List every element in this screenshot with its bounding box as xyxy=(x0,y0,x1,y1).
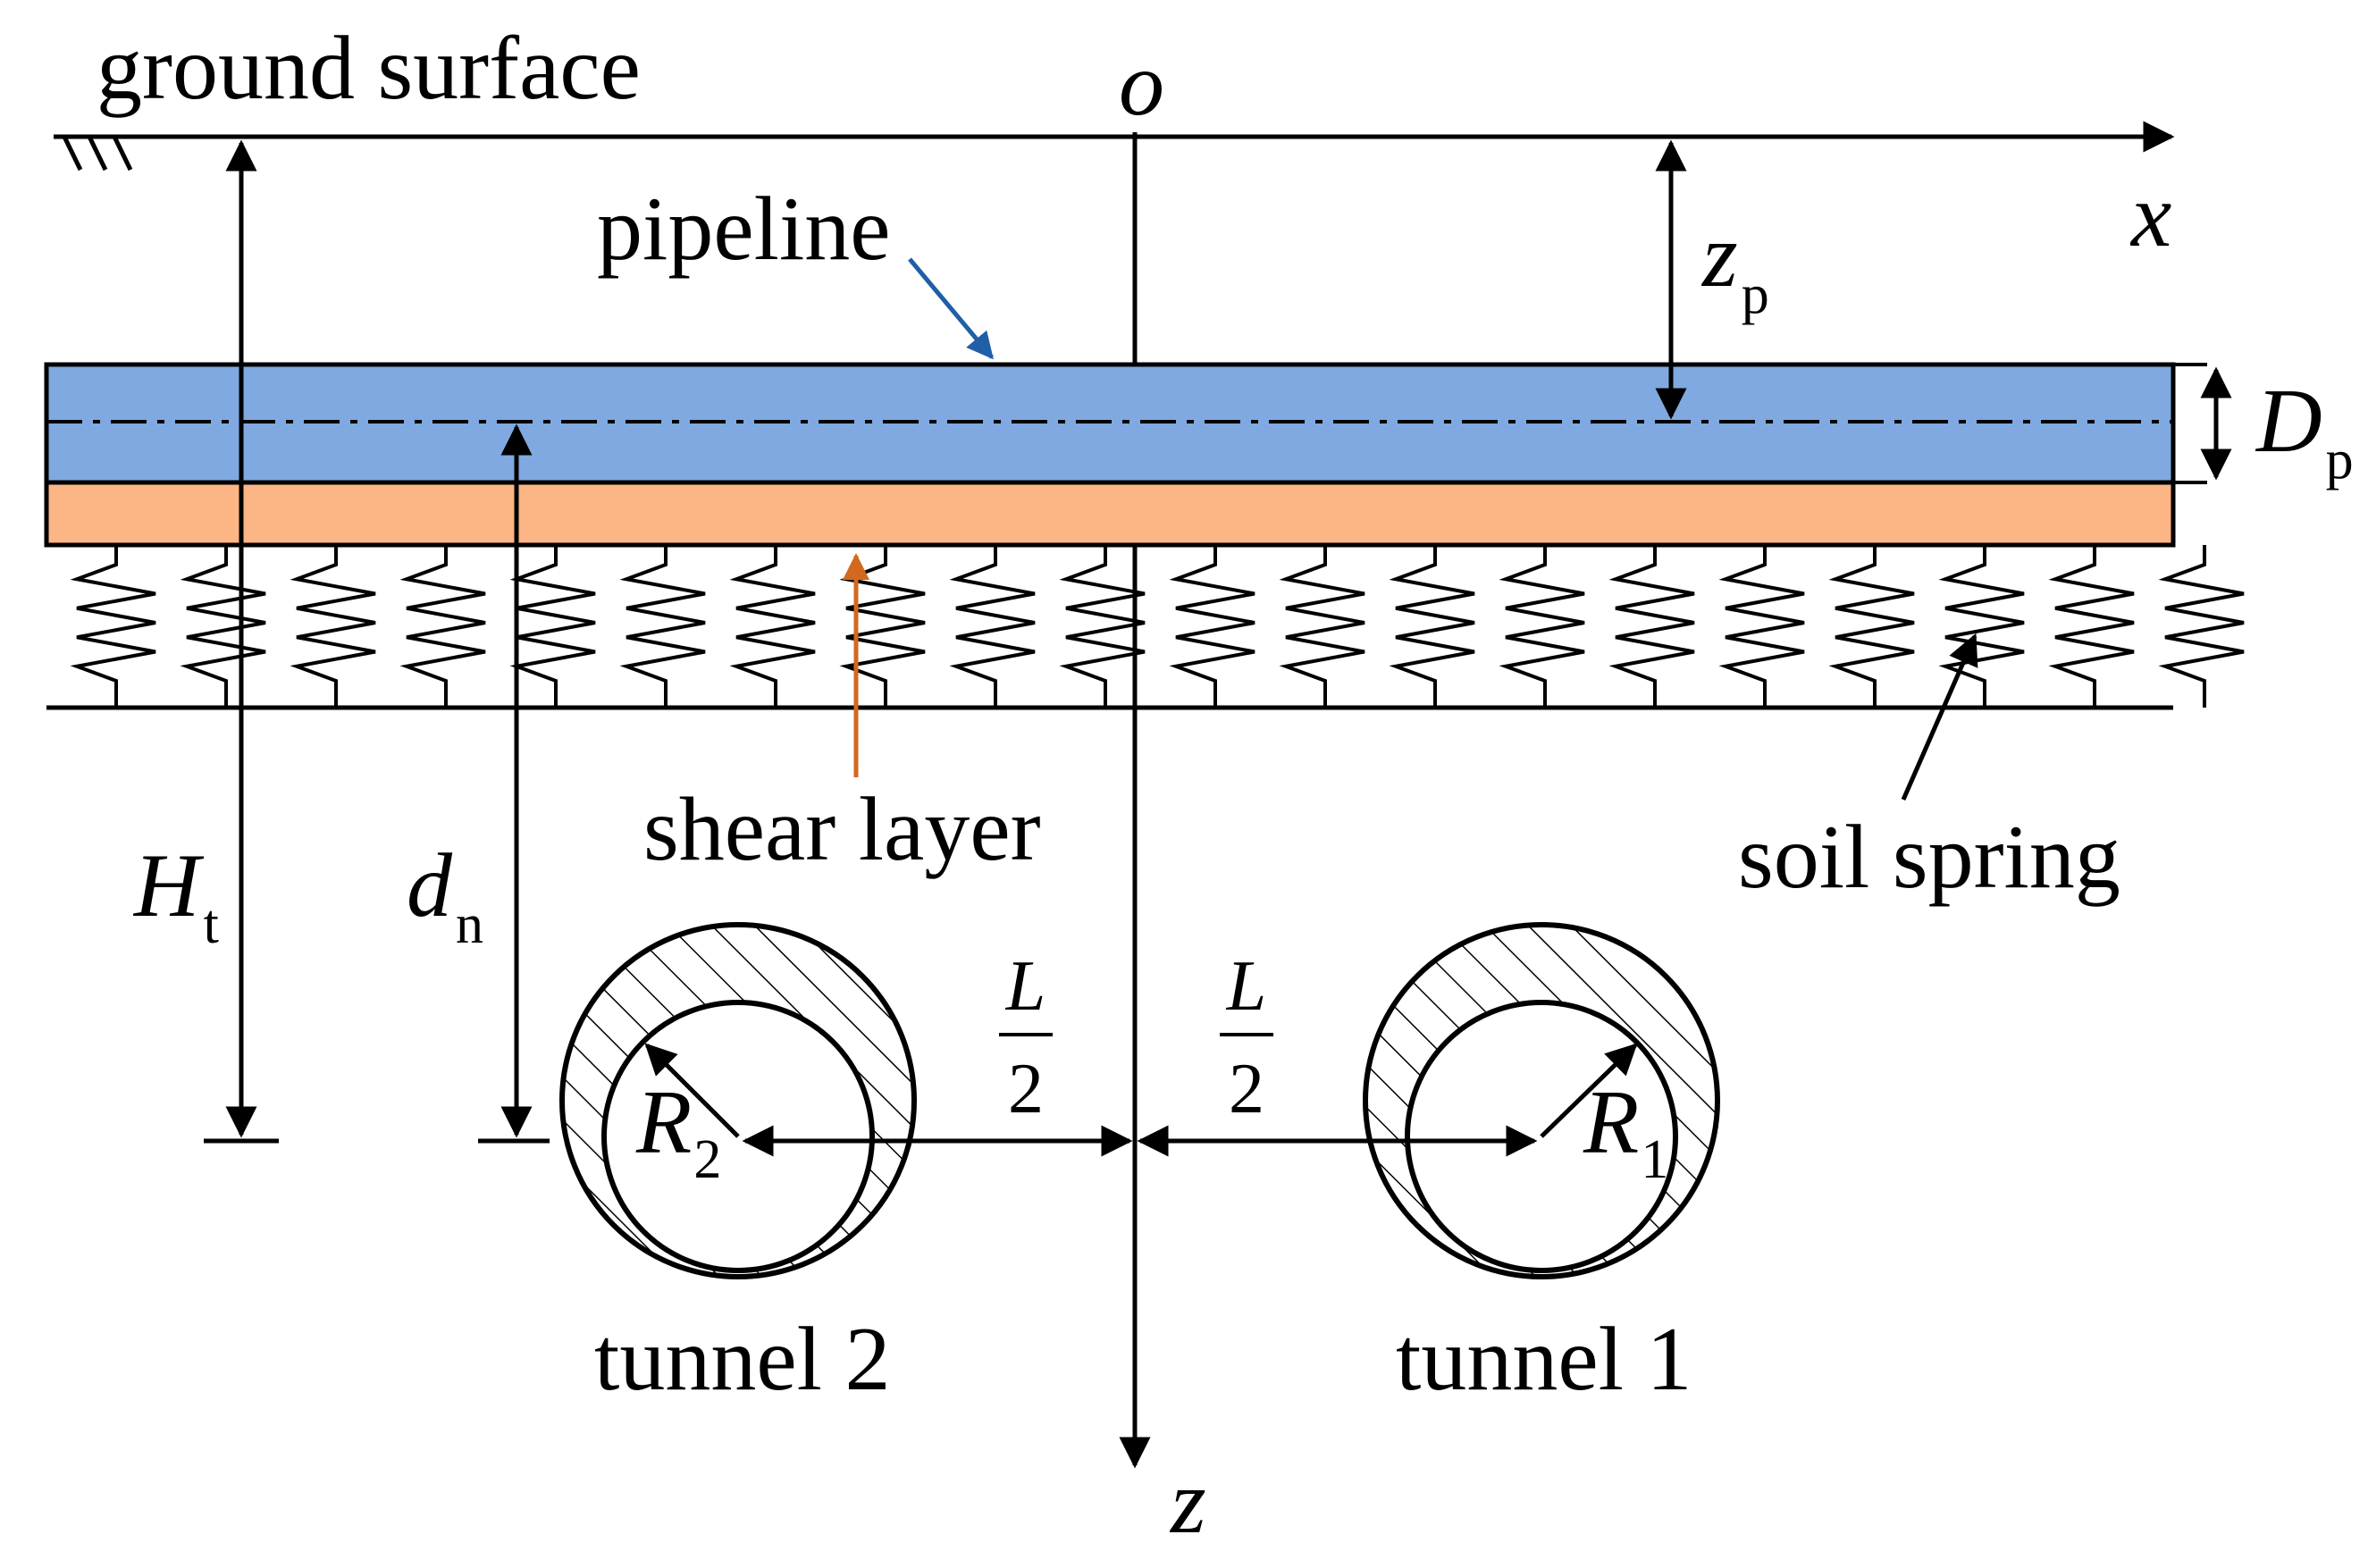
z-axis-label: z xyxy=(1169,1452,1206,1553)
soil-spring xyxy=(949,545,1036,708)
half-l-left-label: L 2 xyxy=(999,947,1053,1128)
r1-label: R1 xyxy=(1583,1072,1668,1190)
soil-spring-arrow xyxy=(1901,633,1978,801)
shear-layer xyxy=(44,480,2176,548)
dp-label: Dp xyxy=(2255,371,2354,491)
dn-label: dn xyxy=(407,835,483,955)
ground-surface-label: ground surface xyxy=(97,18,641,119)
soil-spring xyxy=(1718,545,1805,708)
soil-spring xyxy=(399,545,486,708)
soil-spring xyxy=(70,545,156,708)
ht-label: Ht xyxy=(132,835,219,955)
pipeline-arrow xyxy=(908,257,994,360)
x-axis-label: x xyxy=(2129,165,2171,266)
soil-springs xyxy=(70,545,2245,708)
soil-spring xyxy=(1499,545,1585,708)
tunnel-2-label: tunnel 2 xyxy=(594,1309,890,1410)
tunnel-2 xyxy=(559,922,917,1279)
svg-text:L: L xyxy=(1226,947,1267,1026)
soil-spring xyxy=(1608,545,1695,708)
svg-text:2: 2 xyxy=(1229,1050,1264,1128)
soil-spring xyxy=(2158,545,2245,708)
soil-spring-label: soil spring xyxy=(1738,807,2120,908)
r1-radius-arrow xyxy=(1540,1043,1638,1138)
ground-surface-symbol xyxy=(62,135,133,172)
tunnel-1-label: tunnel 1 xyxy=(1396,1309,1692,1410)
svg-text:L: L xyxy=(1005,947,1046,1026)
soil-spring xyxy=(290,545,376,708)
soil-spring xyxy=(2048,545,2135,708)
tunnel-1 xyxy=(1363,922,1720,1279)
soil-spring xyxy=(180,545,266,708)
pipeline-label: pipeline xyxy=(597,179,891,280)
soil-spring xyxy=(619,545,706,708)
soil-spring xyxy=(1389,545,1475,708)
soil-spring xyxy=(1279,545,1365,708)
soil-spring xyxy=(1169,545,1255,708)
soil-spring xyxy=(509,545,596,708)
soil-spring xyxy=(1938,545,2025,708)
zp-label: zp xyxy=(1700,205,1769,325)
soil-spring xyxy=(1059,545,1146,708)
soil-spring xyxy=(729,545,816,708)
shear-layer-label: shear layer xyxy=(643,779,1041,880)
half-l-right-label: L 2 xyxy=(1220,947,1273,1128)
origin-label: o xyxy=(1119,34,1164,135)
svg-text:2: 2 xyxy=(1008,1050,1044,1128)
r2-label: R2 xyxy=(635,1072,721,1190)
soil-spring xyxy=(1828,545,1915,708)
r2-radius-arrow xyxy=(644,1043,740,1138)
